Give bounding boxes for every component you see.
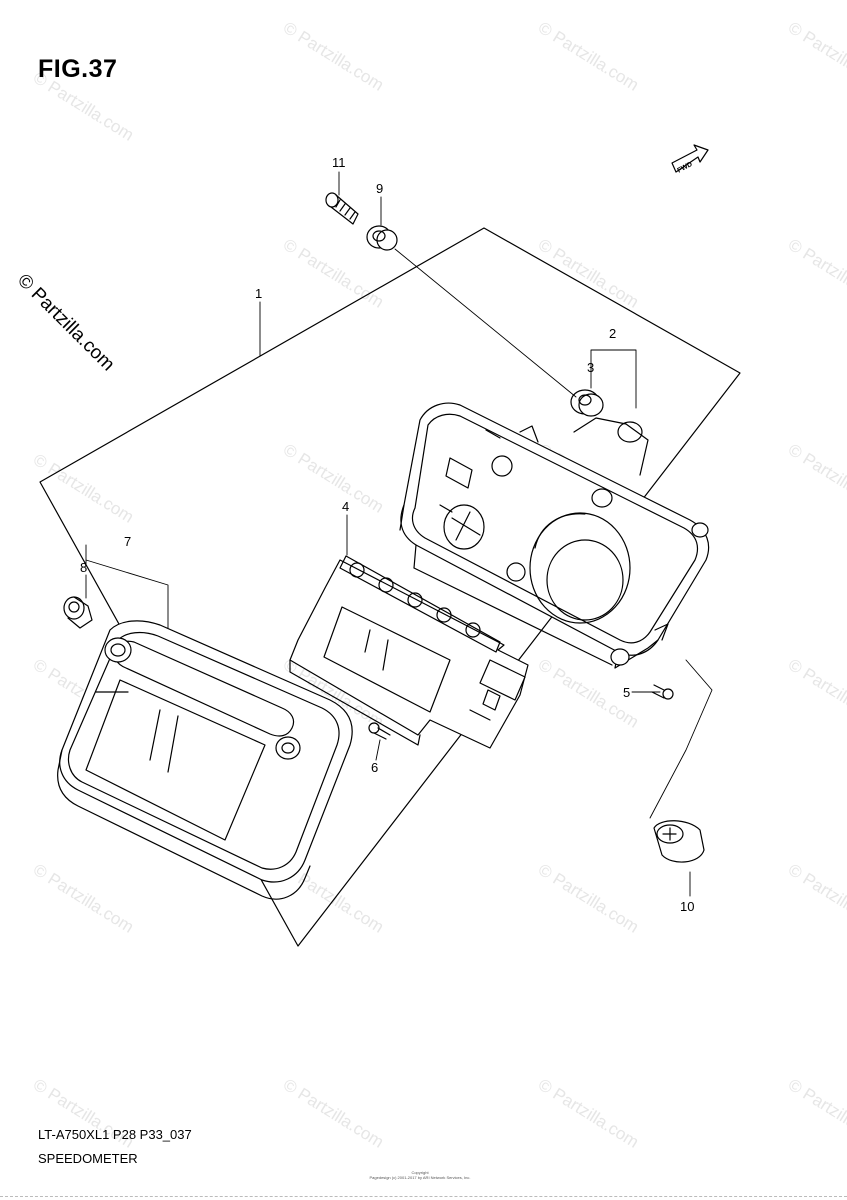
rear-case-part-2 (399, 402, 710, 669)
forward-arrow-icon (671, 144, 709, 173)
callout-1: 1 (255, 286, 262, 301)
callout-7: 7 (124, 534, 131, 549)
screw-part-5 (651, 684, 674, 700)
callout-6: 6 (371, 760, 378, 775)
callout-2: 2 (609, 326, 616, 341)
callout-4: 4 (342, 499, 349, 514)
callout-5: 5 (623, 685, 630, 700)
callout-3: 3 (587, 360, 594, 375)
grommet-part-9 (366, 225, 398, 251)
leader-lines (85, 171, 713, 897)
assembly-name: SPEEDOMETER (38, 1151, 138, 1166)
front-cover-part-7 (57, 620, 353, 900)
bulb-part-10 (653, 820, 705, 863)
screw-part-6 (368, 722, 391, 740)
page-divider (0, 1196, 847, 1197)
callout-8: 8 (80, 560, 87, 575)
meter-unit-part-4 (289, 555, 529, 749)
screw-part-11 (325, 192, 359, 225)
callout-11: 11 (332, 155, 346, 170)
copyright-notice: Copyright Pagedesign (c) 2001-2017 by AR… (330, 1170, 510, 1180)
grommet-part-8 (63, 596, 93, 629)
callout-9: 9 (376, 181, 383, 196)
copyright-line-2: Pagedesign (c) 2001-2017 by ARI Network … (369, 1175, 471, 1180)
callout-10: 10 (680, 899, 694, 914)
grommet-part-3 (570, 389, 604, 417)
model-code: LT-A750XL1 P28 P33_037 (38, 1127, 192, 1142)
figure-title: FIG.37 (38, 55, 118, 83)
copyright-line-1: Copyright (411, 1170, 429, 1175)
